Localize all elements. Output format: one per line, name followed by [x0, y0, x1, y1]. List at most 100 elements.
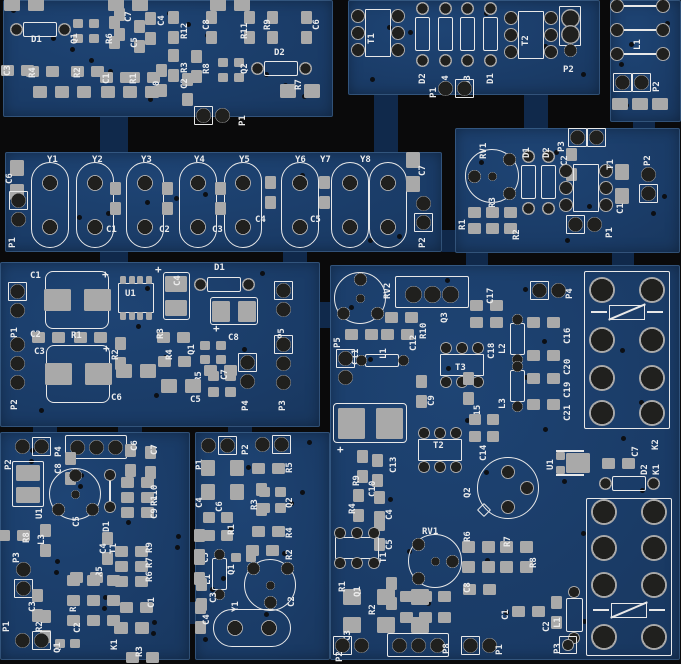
- smd-pad: [120, 491, 134, 503]
- smd-pad: [86, 574, 100, 586]
- silkscreen-outline: [162, 272, 190, 320]
- through-hole-pad: [589, 129, 604, 145]
- through-hole-pad: [467, 169, 481, 183]
- through-hole-pad: [261, 620, 277, 636]
- smd-pad: [108, 15, 120, 29]
- via: [69, 46, 75, 52]
- through-hole-pad: [380, 175, 396, 191]
- smd-pad: [55, 86, 69, 98]
- through-hole-pad: [275, 302, 291, 317]
- smd-pad: [546, 372, 560, 384]
- panel-bridge: [633, 122, 655, 128]
- smd-pad: [461, 561, 475, 573]
- silkscreen-line: [624, 5, 656, 7]
- through-hole-pad: [51, 502, 65, 516]
- through-hole-pad: [337, 351, 353, 366]
- refdes-label-p1: P1: [429, 87, 439, 98]
- smd-pad: [243, 30, 255, 44]
- through-hole-pad: [445, 554, 459, 568]
- smd-pad: [51, 331, 65, 343]
- refdes-label-c3: C3: [209, 592, 219, 603]
- panel-bridge: [320, 302, 330, 328]
- refdes-label-p4: P4: [241, 400, 251, 411]
- smd-pad: [377, 617, 395, 633]
- refdes-label-c4: C4: [195, 497, 205, 508]
- refdes-label-p4: P4: [54, 446, 64, 457]
- through-hole-pad: [640, 167, 656, 182]
- silkscreen-outline: [465, 149, 519, 203]
- smd-pad: [93, 331, 107, 343]
- refdes-label-c4: C4: [157, 15, 167, 26]
- refdes-label-q2: Q2: [240, 63, 250, 74]
- silkscreen-outline: [211, 558, 227, 590]
- refdes-label-r3: R3: [135, 646, 145, 657]
- via: [151, 619, 157, 625]
- through-hole-pad: [9, 303, 25, 318]
- smd-pad: [193, 528, 205, 542]
- smd-pad: [114, 575, 128, 587]
- through-hole-pad: [591, 624, 617, 650]
- refdes-label-y7: Y7: [320, 155, 331, 165]
- via: [281, 550, 287, 556]
- via: [445, 365, 451, 371]
- smd-pad: [216, 340, 226, 350]
- smd-pad: [264, 195, 276, 209]
- refdes-label-r2: R2: [285, 549, 295, 560]
- smd-pad: [165, 300, 187, 316]
- refdes-label-r8: R8: [22, 532, 32, 543]
- smd-pad: [418, 591, 432, 602]
- smd-pad: [31, 331, 45, 343]
- refdes-label-r4: R4: [348, 503, 358, 514]
- silkscreen-outline: [565, 598, 583, 632]
- through-hole-pad: [235, 219, 251, 235]
- refdes-label-c8: C8: [463, 582, 473, 593]
- through-hole-pad: [450, 461, 462, 473]
- refdes-label-r11: R11: [240, 22, 250, 39]
- refdes-label-r1: R1: [227, 524, 237, 535]
- smd-pad: [221, 511, 233, 523]
- smd-pad: [265, 544, 279, 556]
- refdes-label-d2: D2: [418, 73, 428, 84]
- smd-pad: [565, 147, 577, 161]
- smd-pad: [487, 431, 499, 442]
- through-hole-pad: [639, 277, 665, 303]
- through-hole-pad: [656, 0, 670, 13]
- refdes-label-c18: C18: [487, 342, 497, 359]
- panel-bridge: [100, 117, 128, 152]
- smd-pad: [632, 98, 648, 110]
- refdes-label-c1: C1: [30, 271, 41, 281]
- through-hole-pad: [587, 216, 602, 232]
- smd-pad: [467, 206, 481, 218]
- smd-pad: [146, 276, 153, 284]
- refdes-label-d1: D1: [214, 263, 225, 273]
- through-hole-pad: [646, 476, 660, 490]
- via: [38, 407, 44, 413]
- smd-pad: [140, 506, 154, 518]
- refdes-label-y1: Y1: [231, 601, 241, 612]
- via: [105, 210, 111, 216]
- silkscreen-outline: [365, 9, 391, 57]
- through-hole-pad: [544, 45, 558, 59]
- through-hole-pad: [235, 175, 251, 191]
- smd-pad: [145, 86, 159, 98]
- silkscreen-outline: [632, 72, 651, 92]
- via: [259, 270, 265, 276]
- through-hole-pad: [354, 637, 369, 653]
- silkscreen-outline: [264, 60, 298, 76]
- through-hole-pad: [501, 465, 515, 479]
- via: [54, 558, 60, 564]
- through-hole-pad: [193, 277, 207, 291]
- smd-pad: [499, 561, 513, 573]
- smd-pad: [181, 72, 193, 86]
- through-hole-pad: [615, 74, 630, 90]
- smd-pad: [200, 354, 210, 364]
- smd-pad: [116, 364, 132, 378]
- refdes-label-p2: P2: [418, 237, 428, 248]
- smd-pad: [124, 463, 136, 477]
- refdes-label-c4: C4: [255, 215, 266, 225]
- smd-pad: [399, 591, 413, 602]
- smd-pad: [251, 525, 265, 537]
- through-hole-pad: [9, 355, 25, 371]
- through-hole-pad: [610, 0, 624, 13]
